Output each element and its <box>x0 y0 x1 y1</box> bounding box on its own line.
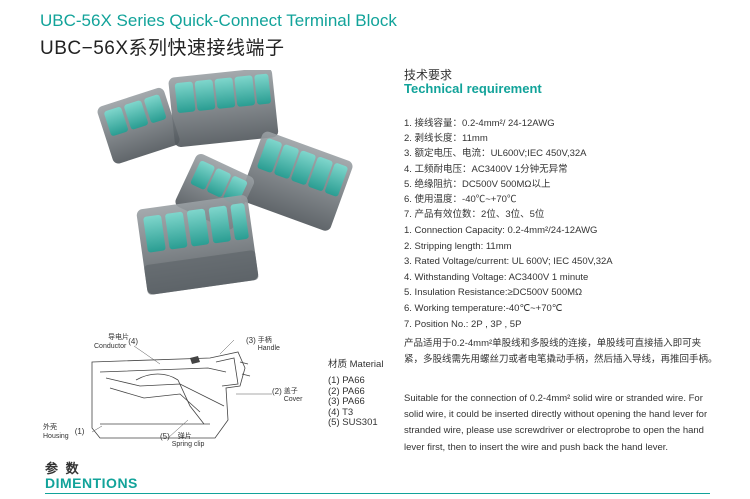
dimensions-heading-cn: 参 数 <box>45 461 81 476</box>
label-conductor-en: Conductor <box>94 343 127 350</box>
requirement-heading-cn: 技术要求 <box>404 68 453 82</box>
cross-section-diagram <box>91 339 272 439</box>
label-cover-en: Cover <box>283 396 303 403</box>
spec-item: 7. Position No.: 2P , 3P , 5P <box>404 318 522 330</box>
spec-item: 4. 工频耐电压：AC3400V 1分钟无异常 <box>404 163 568 175</box>
material-item: (4) T3 <box>328 406 354 418</box>
label-cover-number: (2) <box>272 387 282 396</box>
spec-item: 4. Withstanding Voltage: AC3400V 1 minut… <box>404 271 589 283</box>
label-handle: (3) 手柄 Handle <box>246 337 280 353</box>
material-title: 材质 Material <box>328 359 384 370</box>
description-en: Suitable for the connection of 0.2-4mm² … <box>404 393 708 453</box>
label-housing: 外壳 Housing (1) <box>43 424 84 441</box>
product-photo <box>97 70 353 295</box>
label-housing-number: (1) <box>74 427 85 436</box>
spec-item: 6. 使用温度：-40℃~+70℃ <box>404 194 517 206</box>
dimensions-heading-en: DIMENTIONS <box>45 475 138 491</box>
requirement-heading-en: Technical requirement <box>404 81 542 96</box>
label-cover: (2) 盖子 Cover <box>272 388 302 404</box>
terminal-block-2 <box>168 70 279 148</box>
material-item: (2) PA66 <box>328 385 365 397</box>
spec-item: 3. Rated Voltage/current: UL 600V; IEC 4… <box>404 256 613 268</box>
spec-item: 5. 绝缘阻抗：DC500V 500MΩ以上 <box>404 178 551 190</box>
material-item: (1) PA66 <box>328 375 365 386</box>
terminal-block-1 <box>97 87 180 164</box>
spec-item: 2. Stripping length: 11mm <box>404 240 512 252</box>
label-handle-number: (3) <box>246 336 256 345</box>
spec-item: 5. Insulation Resistance:≥DC500V 500MΩ <box>404 287 583 299</box>
label-spring-en: Spring clip <box>171 441 205 448</box>
label-conductor-number: (4) <box>128 337 139 346</box>
terminal-block-3 <box>240 131 353 231</box>
label-conductor: 导电片 Conductor (4) <box>94 334 138 351</box>
spec-item: 1. Connection Capacity: 0.2-4mm²/24-12AW… <box>404 225 598 236</box>
label-spring-clip: (5) 弹片 Spring clip <box>160 433 204 449</box>
label-spring-cn: 弹片 <box>177 433 192 440</box>
spec-list-cn: 1. 接线容量：0.2-4mm²/ 24-12AWG 2. 剥线长度：11mm … <box>404 116 587 222</box>
page-title-cn: UBC−56X系列快速接线端子 <box>40 38 285 59</box>
label-handle-cn: 手柄 <box>257 337 272 344</box>
spec-item: 2. 剥线长度：11mm <box>404 133 488 145</box>
spec-item: 7. 产品有效位数：2位、3位、5位 <box>404 209 545 221</box>
dimensions-divider <box>45 493 710 494</box>
spec-item: 3. 额定电压、电流：UL600V;IEC 450V,32A <box>404 148 587 160</box>
spec-item: 6. Working temperature:-40℃~+70℃ <box>404 302 563 314</box>
material-item: (5) SUS301 <box>328 417 378 429</box>
spec-item: 1. 接线容量：0.2-4mm²/ 24-12AWG <box>404 118 555 129</box>
label-spring-number: (5) <box>160 432 170 441</box>
label-housing-cn: 外壳 <box>43 424 57 431</box>
material-item: (3) PA66 <box>328 396 365 408</box>
spec-list-en: 1. Connection Capacity: 0.2-4mm²/24-12AW… <box>404 223 613 332</box>
label-cover-cn: 盖子 <box>283 388 298 395</box>
label-handle-en: Handle <box>257 345 280 352</box>
page-title-en: UBC-56X Series Quick-Connect Terminal Bl… <box>40 11 397 30</box>
label-conductor-cn: 导电片 <box>108 334 129 341</box>
terminal-block-5 <box>136 195 259 295</box>
label-housing-en: Housing <box>43 433 69 440</box>
description-cn: 产品适用于0.2-4mm²单股线和多股线的连接，单股线可直接插入即可夹紧，多股线… <box>404 338 718 365</box>
material-list: (1) PA66 (2) PA66 (3) PA66 (4) T3 (5) SU… <box>328 375 378 429</box>
